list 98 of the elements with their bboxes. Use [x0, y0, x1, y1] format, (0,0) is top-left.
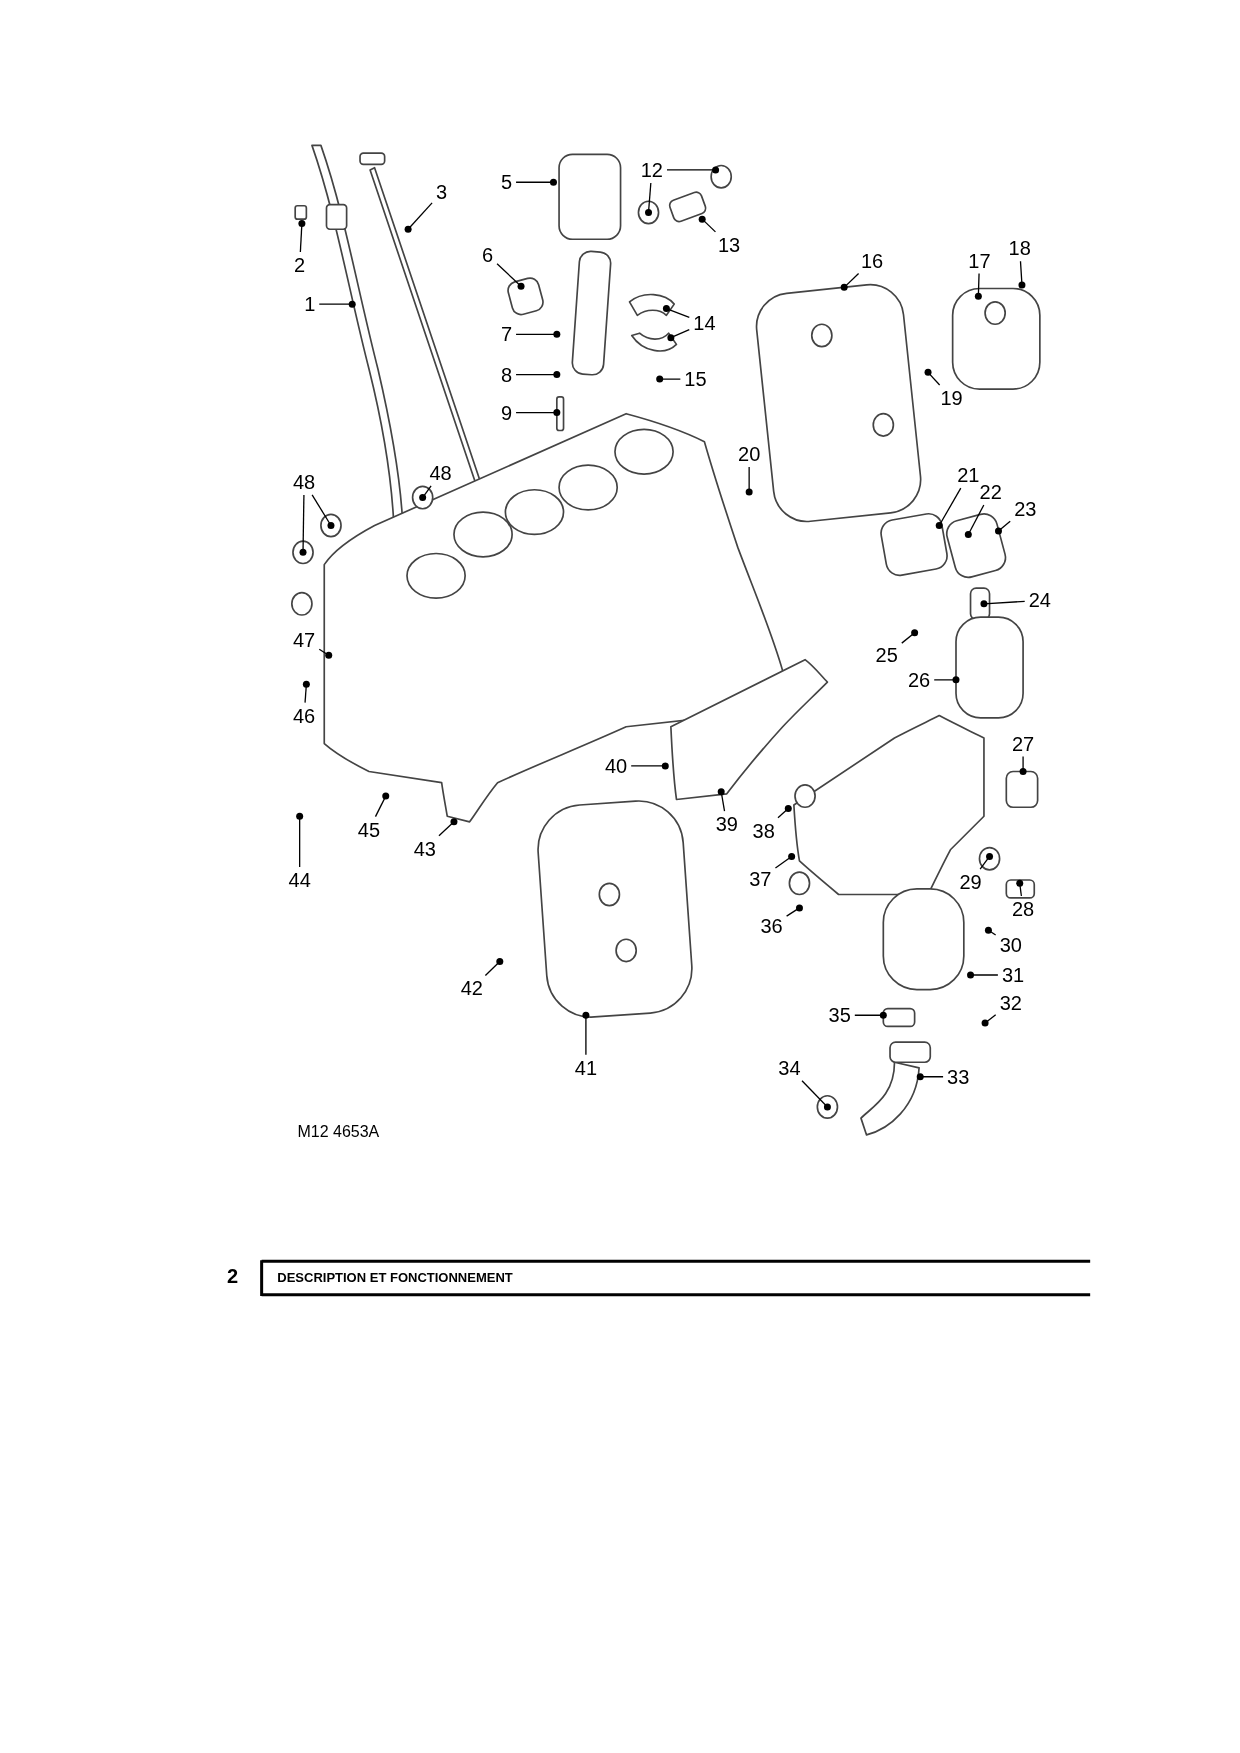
callout-number: 36	[759, 914, 784, 937]
callout-number: 41	[573, 1056, 598, 1079]
callout-number: 8	[499, 363, 514, 386]
callout-number: 15	[683, 368, 708, 391]
callout-number: 31	[1000, 964, 1026, 986]
callout-number: 45	[356, 818, 382, 841]
callout-number: 30	[998, 933, 1023, 956]
callout-number: 48	[292, 470, 317, 493]
callout-number: 28	[1010, 898, 1036, 921]
callout-number: 16	[860, 249, 885, 272]
leader-line	[515, 330, 561, 338]
callout-number: 47	[292, 628, 317, 651]
leader-line	[667, 329, 690, 342]
callout-number: 20	[737, 442, 762, 465]
callout-number: 40	[603, 754, 629, 777]
leader-line	[933, 676, 960, 684]
leader-line	[964, 504, 985, 538]
leader-line	[786, 904, 803, 917]
callout-number: 33	[946, 1065, 971, 1088]
leader-line	[1019, 755, 1027, 775]
callout-number: 23	[1013, 497, 1038, 520]
leader-line	[979, 853, 994, 870]
leader-line	[374, 792, 390, 818]
leader-line	[980, 600, 1026, 608]
leader-line	[924, 368, 941, 386]
callout-number: 17	[967, 249, 992, 272]
leader-line	[656, 375, 681, 383]
callout-number: 35	[827, 1004, 852, 1027]
leader-line	[515, 178, 557, 186]
leader-line	[916, 1073, 944, 1081]
section-title: DESCRIPTION ET FONCTIONNEMENT	[277, 1270, 513, 1286]
leader-line	[302, 680, 310, 704]
leader-line	[419, 485, 432, 502]
drawing-reference: M12 4653A	[297, 1122, 380, 1141]
callout-number: 12	[639, 158, 664, 181]
leader-line	[515, 371, 561, 379]
callout-number: 44	[287, 868, 312, 891]
callout-number: 32	[998, 991, 1023, 1014]
callout-number: 26	[906, 668, 932, 691]
callout-number: 38	[751, 819, 776, 842]
leader-line	[901, 629, 919, 644]
leader-line	[296, 812, 304, 868]
callout-number: 46	[292, 704, 317, 727]
callout-number: 3	[435, 181, 449, 204]
leader-line	[935, 487, 962, 529]
callout-number: 2	[293, 254, 307, 276]
callout-number: 13	[716, 233, 742, 256]
callout-number: 19	[939, 387, 964, 410]
callout-number: 22	[978, 480, 1003, 503]
leader-line	[717, 788, 726, 812]
callout-number: 25	[874, 644, 899, 667]
leader-line	[1018, 260, 1026, 289]
callout-number: 39	[714, 813, 739, 836]
leader-line	[995, 520, 1011, 535]
leader-line	[698, 215, 717, 233]
leader-line	[840, 272, 860, 291]
leader-line	[1016, 879, 1024, 897]
leader-line	[854, 1011, 887, 1019]
callout-number: 29	[958, 871, 983, 894]
leader-line	[298, 220, 306, 253]
leader-line	[582, 1011, 590, 1056]
callout-number: 37	[748, 867, 773, 890]
page-number: 2	[226, 1264, 239, 1288]
callout-number: 9	[499, 401, 514, 424]
leader-line	[496, 263, 525, 290]
leader-line	[967, 971, 999, 979]
leader-line	[438, 818, 458, 837]
callout-number: 34	[777, 1056, 802, 1079]
callout-number: 21	[956, 464, 981, 487]
leader-line	[404, 202, 433, 233]
leader-line	[318, 648, 333, 659]
leader-line	[484, 958, 504, 977]
leader-line	[299, 494, 307, 556]
callout-number: 42	[459, 977, 484, 1000]
callout-number: 7	[499, 323, 514, 346]
leader-line	[318, 300, 356, 308]
leader-line	[974, 272, 982, 300]
leader-line	[515, 409, 561, 417]
callout-number: 27	[1010, 732, 1036, 755]
callout-number: 1	[303, 293, 317, 316]
leader-line	[984, 926, 997, 936]
callout-number: 6	[480, 243, 495, 266]
leader-line	[774, 853, 796, 869]
callout-number: 5	[499, 171, 514, 194]
leader-line	[630, 762, 669, 770]
leader-line	[801, 1080, 831, 1111]
callout-number: 24	[1027, 589, 1052, 612]
leader-line	[311, 494, 335, 529]
leader-line	[666, 166, 720, 174]
leader-line	[662, 305, 690, 318]
leader-line	[745, 466, 753, 496]
leader-line	[777, 804, 792, 819]
leader-line	[645, 182, 652, 216]
callout-number: 43	[412, 837, 437, 860]
callout-number: 48	[428, 461, 453, 484]
callout-number: 14	[692, 312, 717, 335]
leader-line	[981, 1014, 997, 1027]
callout-number: 18	[1007, 237, 1032, 260]
